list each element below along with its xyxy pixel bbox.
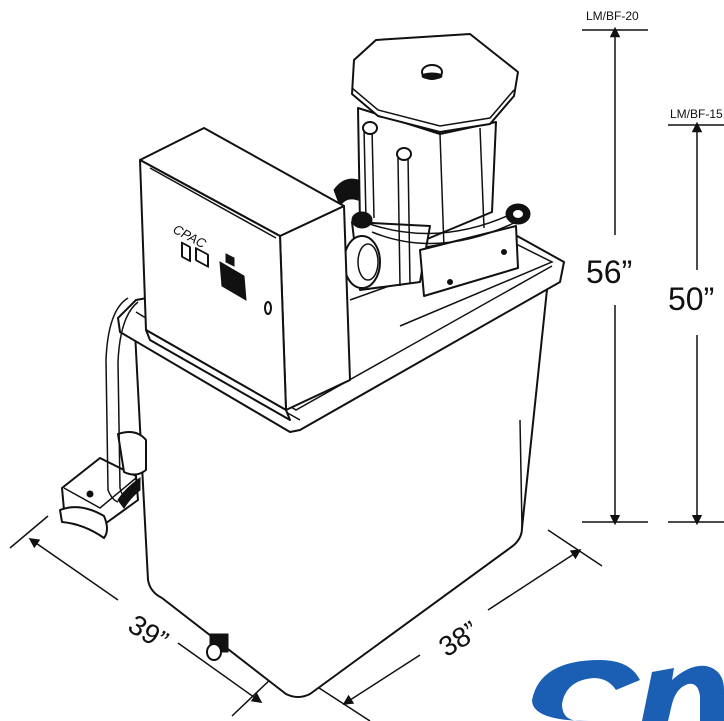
switch-block bbox=[219, 261, 247, 301]
pump-motor bbox=[333, 33, 531, 297]
depth-39-label: 39” bbox=[123, 608, 174, 656]
height-56-label: 56” bbox=[586, 254, 632, 290]
indicator-light-2 bbox=[195, 247, 209, 268]
control-panel: CPAC bbox=[139, 127, 351, 421]
indicator-light-1 bbox=[181, 241, 191, 263]
tank-body bbox=[134, 279, 549, 698]
model-label-right: LM/BF-15 bbox=[670, 107, 723, 121]
height-50-label: 50” bbox=[668, 281, 714, 317]
dimension-56: LM/BF-20 56” bbox=[582, 9, 648, 526]
dimension-50: LM/BF-15 50” bbox=[668, 107, 724, 526]
inlet-fitting bbox=[59, 297, 147, 539]
width-38-label: 38” bbox=[433, 615, 484, 663]
motor-lid bbox=[351, 33, 519, 133]
brand-logo bbox=[532, 660, 724, 721]
model-label-top: LM/BF-20 bbox=[586, 9, 639, 23]
